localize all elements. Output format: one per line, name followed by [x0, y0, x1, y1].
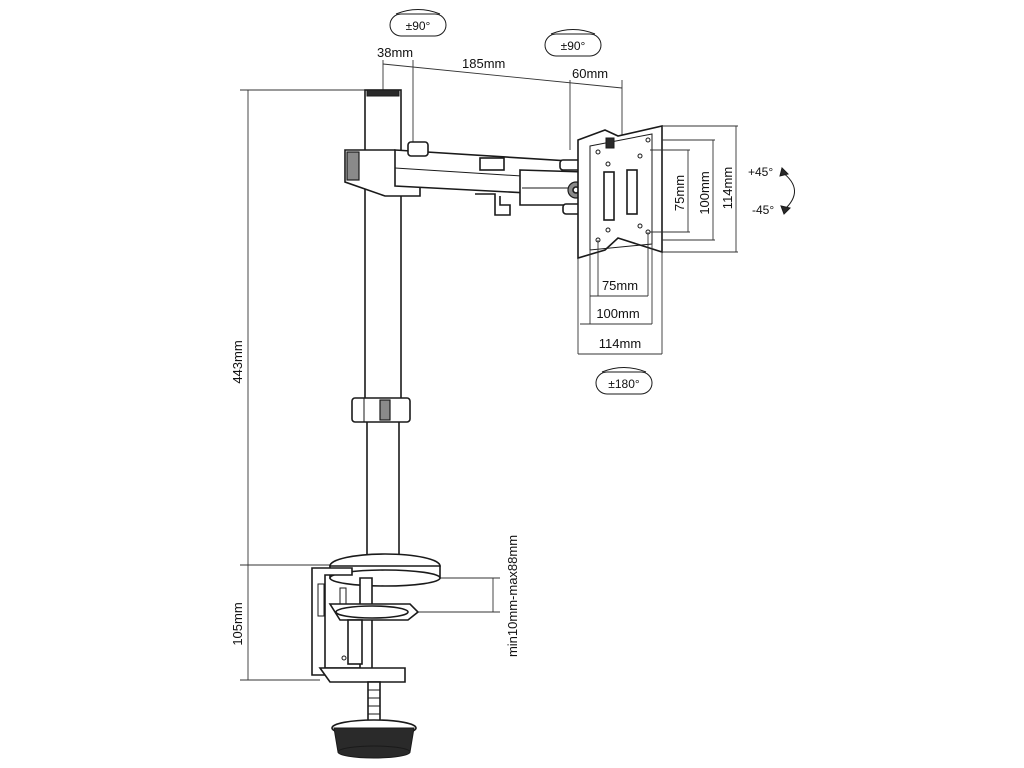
top-dimensions: 38mm 185mm 60mm: [377, 45, 623, 150]
vesa-h114-label: 114mm: [599, 336, 641, 351]
vesa-v100-label: 100mm: [697, 171, 712, 214]
pole-swivel-label: ±90°: [406, 19, 431, 33]
rotation-label: ±180°: [608, 377, 640, 391]
clamp-range-label: min10mm-max88mm: [505, 535, 520, 657]
rotation-badge: ±180°: [595, 367, 653, 395]
tilt-up-label: +45°: [748, 165, 773, 179]
clamp-range-dimension: min10mm-max88mm: [410, 535, 520, 657]
pole-offset-label: 38mm: [377, 45, 413, 60]
vesa-horizontal-dimensions: 75mm 100mm 114mm: [577, 232, 663, 355]
clamp-height-label: 105mm: [230, 602, 245, 645]
vesa-plate: [577, 124, 663, 260]
pole: [364, 89, 402, 571]
vesa-h100-label: 100mm: [596, 306, 639, 321]
tilt-indicator: +45° -45°: [748, 165, 795, 217]
vesa-v75-label: 75mm: [672, 175, 687, 211]
arm-length-label: 185mm: [462, 56, 505, 71]
arm-swivel-label: ±90°: [561, 39, 586, 53]
height-dimension: 443mm: [230, 89, 365, 566]
head-depth-label: 60mm: [572, 66, 608, 81]
vesa-v114-label: 114mm: [720, 167, 735, 209]
tilt-down-label: -45°: [752, 203, 774, 217]
height-collar: [351, 397, 411, 423]
arm: [344, 141, 586, 216]
vesa-vertical-dimensions: 75mm 100mm 114mm: [650, 125, 738, 253]
desk-clamp: [311, 553, 441, 759]
total-height-label: 443mm: [230, 340, 245, 383]
arm-swivel-badge: ±90°: [544, 29, 602, 57]
vesa-h75-label: 75mm: [602, 278, 638, 293]
pole-swivel-badge: ±90°: [389, 9, 447, 37]
clamp-height-dimension: 105mm: [230, 565, 320, 681]
